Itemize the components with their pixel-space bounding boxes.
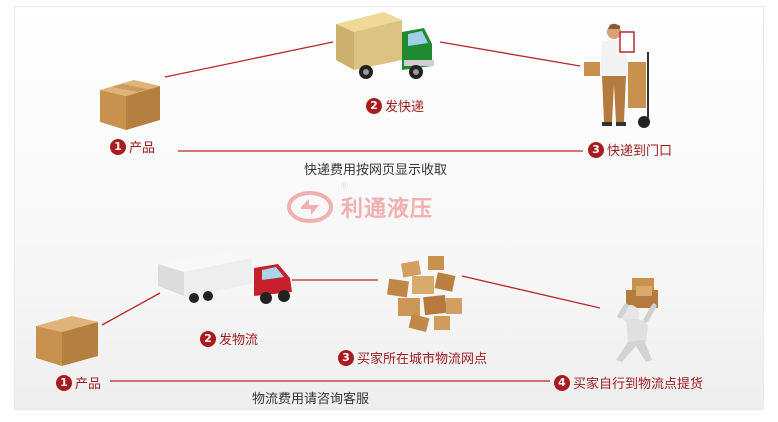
step-number-badge: 3 bbox=[338, 349, 354, 366]
step-number-badge: 4 bbox=[554, 374, 570, 391]
logo-mark-icon bbox=[287, 191, 333, 223]
step-label: 发物流 bbox=[219, 333, 259, 348]
step-label: 产品 bbox=[129, 141, 156, 156]
box-pile-icon bbox=[386, 256, 462, 332]
delivery-truck-icon bbox=[336, 12, 434, 79]
step-top-product: 1 产品 bbox=[110, 137, 155, 156]
freight-truck-icon bbox=[158, 252, 292, 304]
step-label: 快递到门口 bbox=[607, 144, 673, 159]
step-label: 买家自行到物流点提货 bbox=[573, 377, 704, 392]
step-label: 发快递 bbox=[385, 100, 425, 115]
line-boxes-to-buyer bbox=[461, 275, 601, 309]
line-product-to-truck bbox=[164, 41, 334, 78]
registered-mark: ® bbox=[340, 182, 349, 192]
line-truck-to-courier bbox=[439, 41, 581, 67]
buyer-carrying-boxes-icon bbox=[616, 278, 658, 362]
bottom-fee-note: 物流费用请咨询客服 bbox=[252, 392, 370, 407]
step-number-badge: 3 bbox=[588, 141, 604, 158]
step-number-badge: 1 bbox=[56, 374, 72, 391]
company-logo: 利通液压 bbox=[287, 191, 433, 223]
top-fee-note: 快递费用按网页显示收取 bbox=[304, 163, 448, 178]
step-bottom-product: 1 产品 bbox=[56, 373, 101, 392]
step-bottom-station: 3 买家所在城市物流网点 bbox=[338, 348, 487, 367]
product-box-icon bbox=[36, 316, 98, 366]
step-top-ship: 2 发快递 bbox=[366, 96, 424, 115]
step-number-badge: 2 bbox=[366, 97, 382, 114]
line-product-to-lorry bbox=[101, 292, 161, 326]
step-label: 买家所在城市物流网点 bbox=[357, 352, 488, 367]
product-box-icon bbox=[100, 80, 160, 130]
courier-icon bbox=[584, 23, 650, 128]
logo-text: 利通液压 bbox=[341, 197, 434, 222]
step-bottom-pickup: 4 买家自行到物流点提货 bbox=[554, 373, 703, 392]
step-label: 产品 bbox=[75, 377, 102, 392]
step-bottom-ship: 2 发物流 bbox=[200, 329, 258, 348]
step-number-badge: 1 bbox=[110, 138, 126, 155]
step-number-badge: 2 bbox=[200, 330, 216, 347]
step-top-deliver: 3 快递到门口 bbox=[588, 140, 672, 159]
